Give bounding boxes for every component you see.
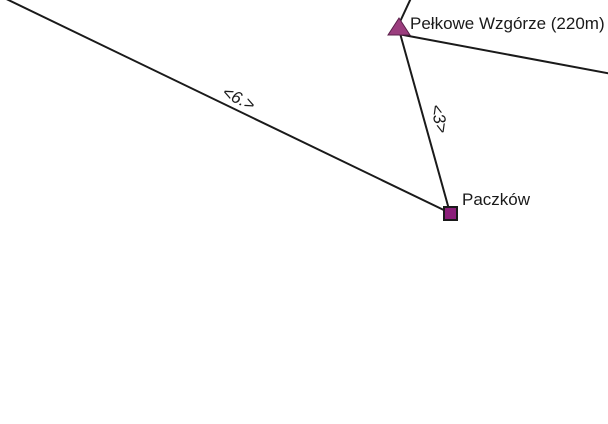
town-square-icon[interactable] — [443, 206, 458, 221]
route-line-west-to-town — [6, 0, 451, 214]
distance-label-peak-route: <3> — [426, 102, 452, 135]
distance-label-west-route: <6.> — [219, 83, 258, 115]
town-name-label: Paczków — [462, 190, 531, 209]
route-line-peak-east — [397, 33, 608, 75]
peak-name-label: Pełkowe Wzgórze (220m) — [410, 14, 605, 33]
route-line-peak-to-town — [397, 25, 451, 214]
peak-triangle-icon[interactable] — [387, 17, 411, 36]
